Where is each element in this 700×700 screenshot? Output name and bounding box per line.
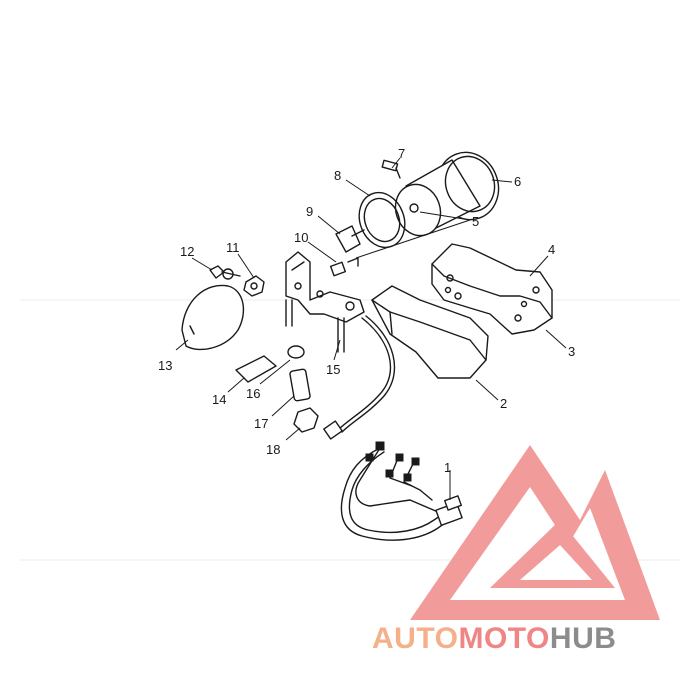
callout-8: 8 [334, 168, 341, 183]
leader-lines [175, 157, 567, 500]
callout-4: 4 [548, 242, 555, 257]
callout-6: 6 [514, 174, 521, 189]
watermark-text-hub: HUB [550, 622, 617, 655]
watermark-logo [410, 445, 660, 620]
watermark-text-moto: MOTO [458, 622, 549, 655]
callout-17: 17 [254, 416, 268, 431]
callout-11: 11 [226, 240, 240, 255]
lamp-cover [181, 284, 245, 351]
screw-top [381, 159, 401, 179]
watermark-text: AUTOMOTOHUB [372, 622, 616, 655]
callout-15: 15 [326, 362, 340, 377]
nut [243, 275, 265, 297]
callout-18: 18 [266, 442, 280, 457]
adhesive-pad [235, 355, 277, 383]
callout-labels: 1 2 3 4 5 6 7 8 9 10 11 12 13 14 15 16 1… [158, 146, 575, 475]
watermark-text-auto: AUTO [372, 622, 458, 655]
clips-small [329, 257, 359, 277]
main-bracket [285, 251, 365, 353]
callout-9: 9 [306, 204, 313, 219]
callout-13: 13 [158, 358, 172, 373]
callout-2: 2 [500, 396, 507, 411]
watermark-triangle-hole [520, 545, 592, 580]
bottom-nut [293, 407, 319, 433]
callout-16: 16 [246, 386, 260, 401]
callout-1: 1 [444, 460, 451, 475]
instrument-bracket-plate [431, 243, 553, 335]
wiring-harness [340, 441, 463, 541]
spacer-tube [289, 368, 311, 402]
callout-12: 12 [180, 244, 194, 259]
callout-7: 7 [398, 146, 405, 161]
cable-fitting [335, 225, 365, 253]
callout-14: 14 [212, 392, 226, 407]
bolt [209, 265, 241, 280]
speedometer-cable [323, 315, 396, 440]
callout-3: 3 [568, 344, 575, 359]
callout-5: 5 [472, 214, 479, 229]
callout-10: 10 [294, 230, 308, 245]
grommet [287, 345, 305, 359]
mounting-pad-rubber [371, 285, 489, 379]
